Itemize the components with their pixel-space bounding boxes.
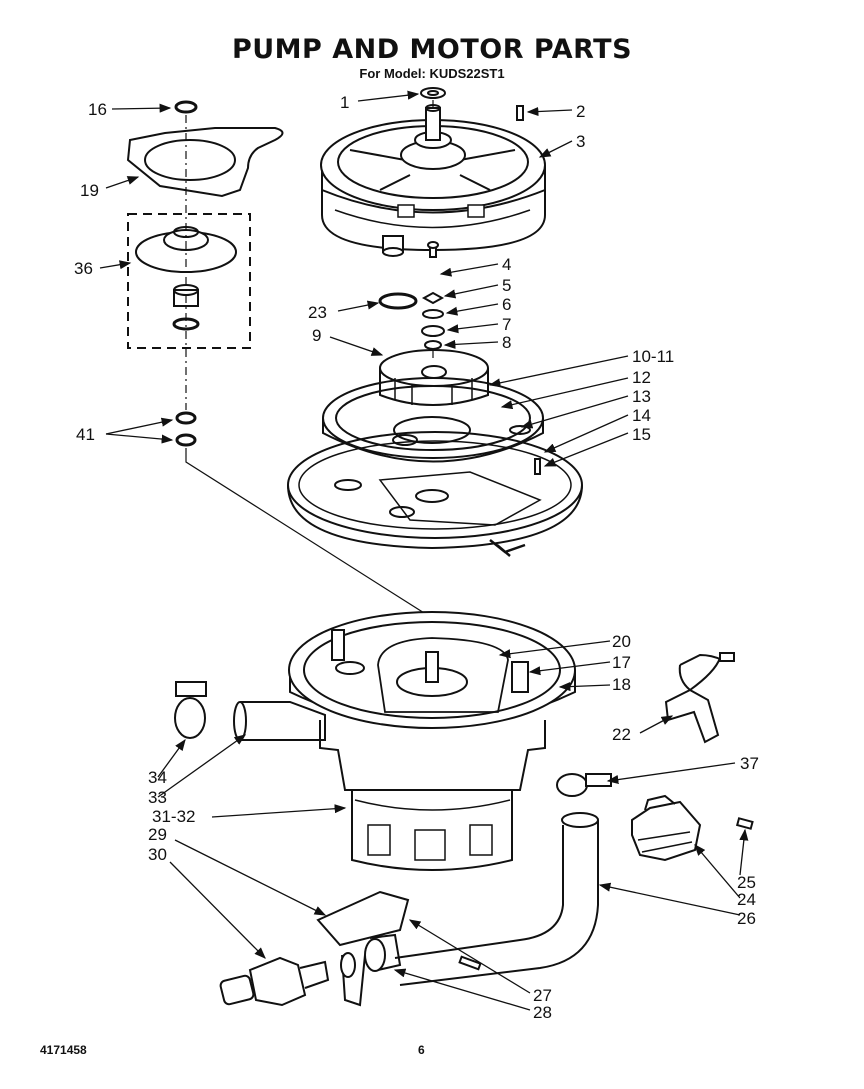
part-25-screw (735, 817, 754, 830)
part-36-pump-kit (135, 226, 237, 331)
callout-18: 18 (612, 675, 631, 694)
callout-9: 9 (312, 326, 321, 345)
part-30-check-valve (219, 952, 356, 1007)
callout-7: 7 (502, 315, 511, 334)
callout-28: 28 (533, 1003, 552, 1022)
callout-20: 20 (612, 632, 631, 651)
callout-41: 41 (76, 425, 95, 444)
part-6-washer (422, 309, 444, 319)
callout-4: 4 (502, 255, 511, 274)
part-18-lower-housing (288, 611, 576, 791)
part-12-pump-housing (322, 377, 544, 463)
part-28-fitting (364, 933, 402, 972)
callout-13: 13 (632, 387, 651, 406)
part-37-clamp (556, 773, 612, 797)
callout-10-11: 10-11 (632, 347, 674, 366)
part-2-screw (516, 105, 524, 121)
part-34-clamp (174, 681, 207, 739)
callout-2: 2 (576, 102, 585, 121)
part-16-seal (174, 100, 198, 114)
callout-17: 17 (612, 653, 631, 672)
callout-29: 29 (148, 825, 167, 844)
callout-24: 24 (737, 890, 756, 909)
callout-15: 15 (632, 425, 651, 444)
part-8-nut (424, 340, 442, 350)
part-33-inlet-hose (233, 701, 326, 741)
part-14-mounting-plate (287, 431, 583, 557)
callout-27: 27 (533, 986, 552, 1005)
part-7-washer (421, 325, 445, 337)
callout-36: 36 (74, 259, 93, 278)
callout-1: 1 (340, 93, 349, 112)
part-36-kit-box (127, 213, 251, 349)
part-41-seal-b (175, 433, 197, 447)
callout-23: 23 (308, 303, 327, 322)
part-1-seal (420, 87, 446, 99)
part-26-drain-hose (394, 812, 599, 986)
part-41-seal-a (175, 411, 197, 425)
callout-16: 16 (88, 100, 107, 119)
callout-37: 37 (740, 754, 759, 773)
callout-5: 5 (502, 276, 511, 295)
part-23-seal (378, 292, 418, 310)
callout-22: 22 (612, 725, 631, 744)
callout-34: 34 (148, 768, 167, 787)
part-22-sensor (664, 652, 735, 744)
callout-12: 12 (632, 368, 651, 387)
leader-lines (99, 90, 749, 1011)
document-number: 4171458 (40, 1043, 87, 1057)
page-number: 6 (418, 1043, 425, 1057)
callout-19: 19 (80, 181, 99, 200)
part-27-screw (458, 955, 482, 971)
callout-33: 33 (148, 788, 167, 807)
callout-25: 25 (737, 873, 756, 892)
part-15-screw (534, 458, 541, 475)
callout-31-32: 31-32 (152, 807, 195, 826)
part-24-switch (631, 794, 702, 862)
model-subtitle: For Model: KUDS22ST1 (359, 66, 505, 81)
part-5-nut (421, 291, 445, 305)
motor-assembly (320, 104, 546, 257)
callout-14: 14 (632, 406, 651, 425)
callout-3: 3 (576, 132, 585, 151)
part-19-gasket (126, 127, 284, 198)
callout-30: 30 (148, 845, 167, 864)
callout-8: 8 (502, 333, 511, 352)
callout-labels: 1 2 3 4 5 6 7 8 9 10-11 12 13 14 15 16 1… (74, 93, 759, 1022)
callout-26: 26 (737, 909, 756, 928)
callout-6: 6 (502, 295, 511, 314)
page-title: PUMP AND MOTOR PARTS (231, 34, 633, 65)
part-31-32-motor-base (351, 790, 513, 871)
part-29-bracket (316, 890, 410, 1007)
